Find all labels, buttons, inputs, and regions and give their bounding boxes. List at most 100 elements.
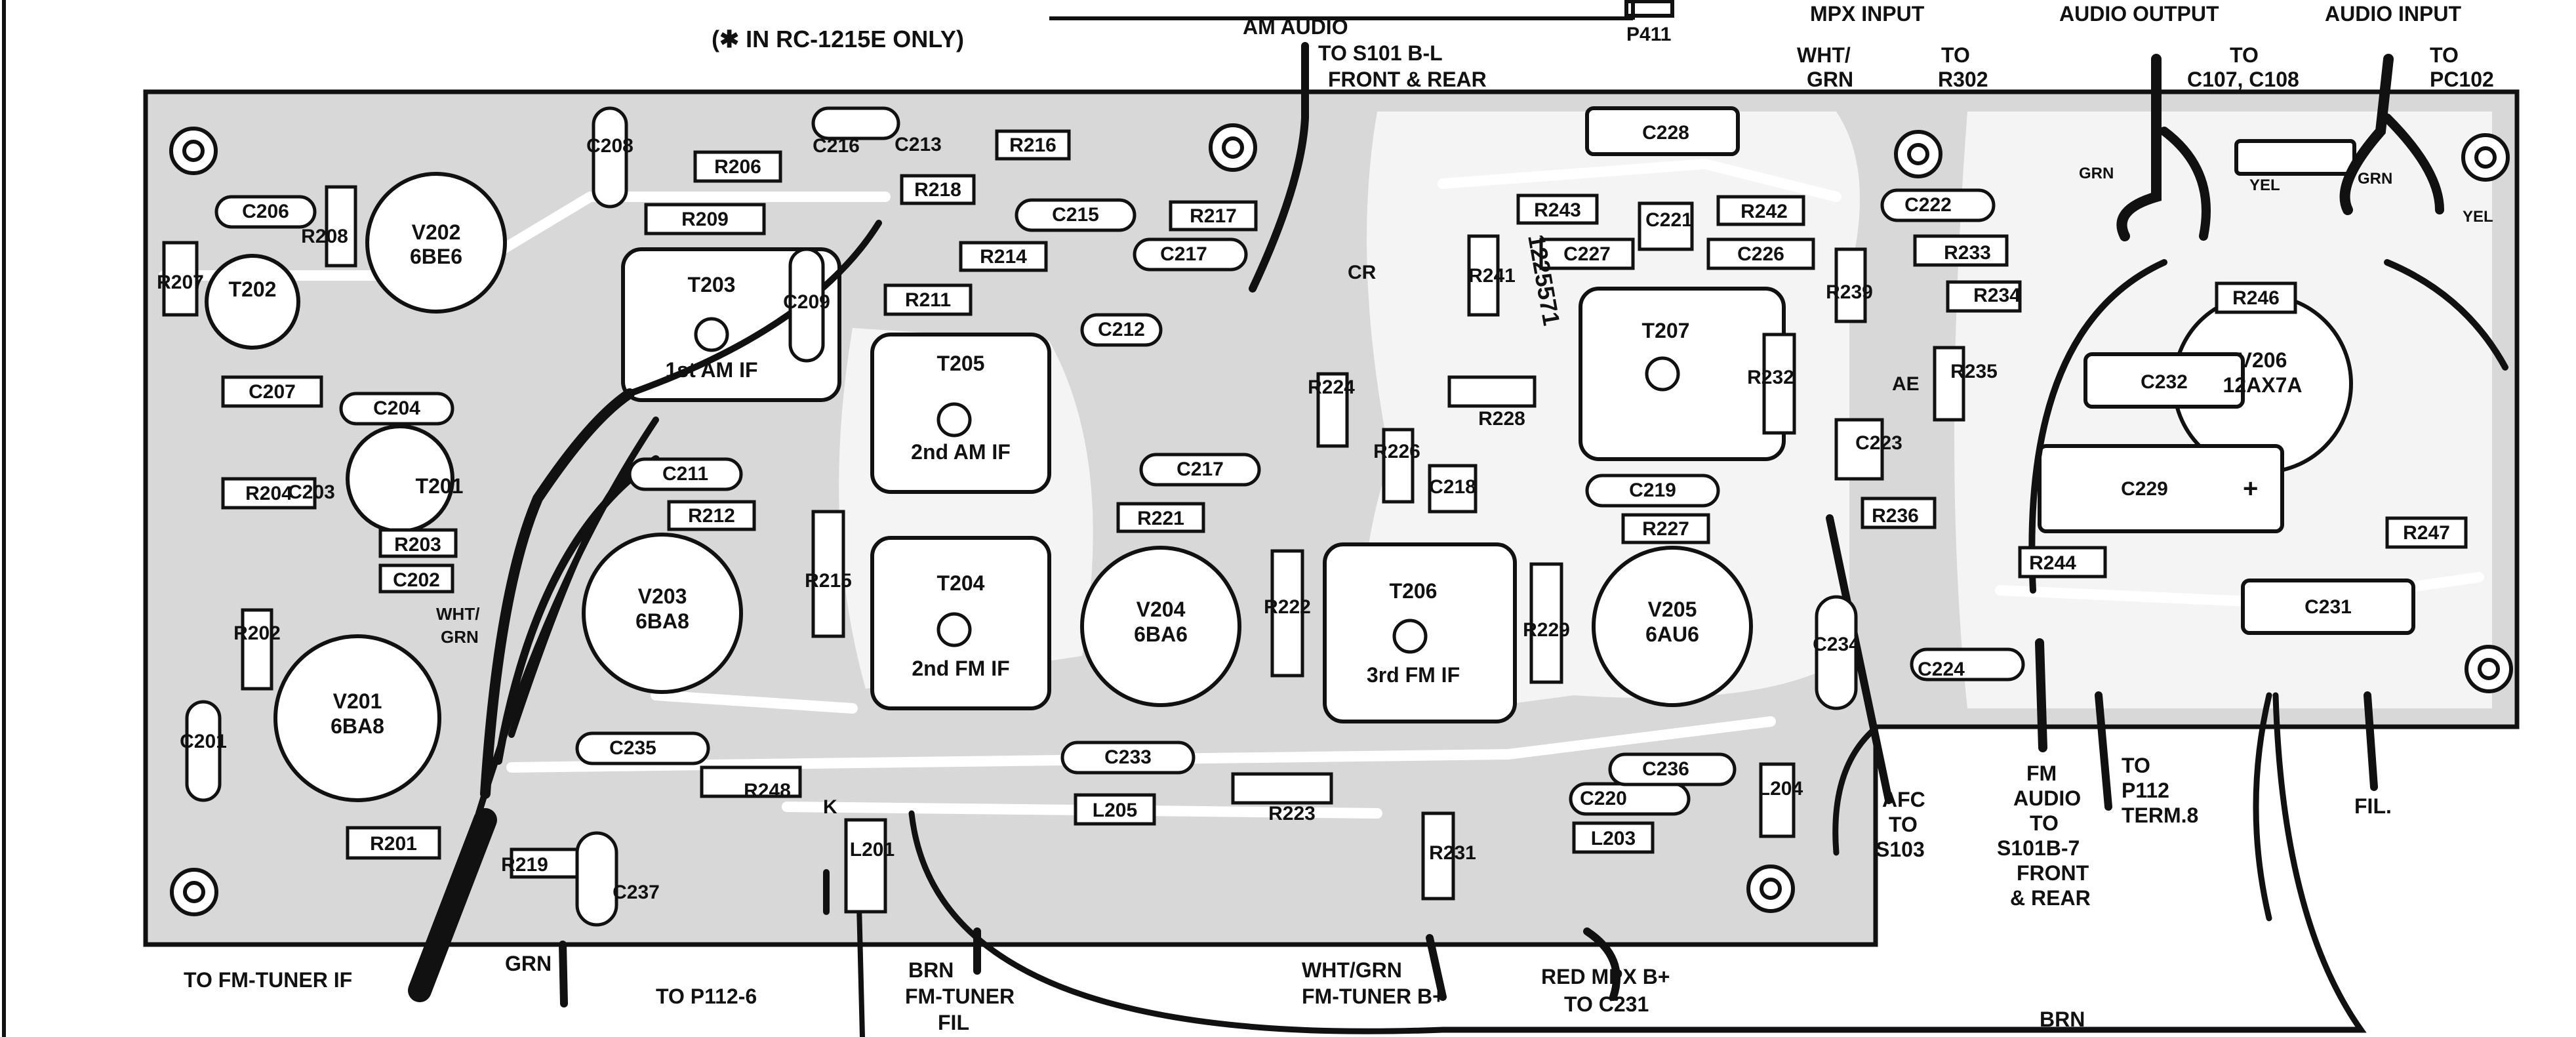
red-mpx-label: RED MPX B+: [1541, 965, 1670, 988]
audio-output-to: TO: [2230, 43, 2259, 67]
capacitor-c213: C213: [895, 134, 942, 155]
audio-input-label: AUDIO INPUT: [2325, 2, 2461, 26]
wht-grn-label-2: GRN: [441, 627, 479, 647]
grn-bottom-label: GRN: [505, 952, 552, 975]
inductor-l201: L201: [844, 818, 895, 914]
capacitor-c201: C201: [180, 700, 227, 802]
resistor-r218: R218: [900, 174, 976, 205]
fm-audio-label-2: AUDIO: [2013, 786, 2081, 810]
wire-grn-left: GRN: [2079, 165, 2114, 182]
capacitor-c236: C236: [1608, 752, 1737, 786]
resistor-r242: R242: [1716, 195, 1805, 226]
traces: [159, 158, 2484, 819]
resistor-r235: R235: [1933, 346, 1998, 422]
capacitor-label: C202: [393, 569, 440, 591]
tube-ref-v205: V205: [1648, 598, 1697, 621]
resistor-r202: R202: [233, 608, 281, 691]
capacitor-c222: C222: [1880, 188, 1996, 222]
resistor-r227: R227: [1621, 513, 1710, 544]
fm-tuner-b-label: WHT/GRN: [1302, 958, 1402, 982]
resistor-label: R242: [1741, 201, 1788, 222]
capacitor-c218: C218: [1428, 464, 1478, 514]
t206-name: 3rd FM IF: [1367, 663, 1460, 687]
t206-ref: T206: [1390, 579, 1438, 603]
capacitor-label: C222: [1904, 194, 1952, 216]
capacitor-label: C209: [783, 291, 830, 313]
mpx-to-2: R302: [1938, 68, 1988, 91]
resistor-r203: R203: [378, 528, 458, 558]
inductor-l205: L205: [1074, 793, 1156, 826]
afc-label: AFC: [1882, 788, 1925, 811]
capacitor-c207: C207: [221, 375, 323, 408]
capacitor-label: C216: [813, 135, 860, 157]
resistor-r208: R208: [301, 185, 357, 268]
mounting-holes: [169, 123, 2513, 916]
p112-label-2: P112: [2122, 779, 2169, 802]
resistors: R201 R202 R203 R204 R206 R207 R208 R209 …: [157, 129, 2468, 901]
transformer-labels: T201 T202 T203 1st AM IF T205 2nd AM IF …: [229, 273, 1690, 687]
capacitor-label: C234: [1813, 634, 1860, 655]
capacitor-label: C211: [662, 463, 708, 485]
capacitor-c237: C237: [575, 831, 660, 927]
inductor-label: L204: [1758, 778, 1803, 800]
resistor-label: R236: [1872, 505, 1919, 527]
inductor-label: L201: [850, 839, 895, 861]
tube-type-v204: 6BA6: [1134, 622, 1188, 646]
capacitor-label: C227: [1563, 243, 1611, 265]
resistor-label: R223: [1268, 803, 1316, 824]
wht-grn-label: WHT/: [436, 604, 479, 624]
resistor-r233: R233: [1913, 234, 2009, 267]
mpx-to: TO: [1941, 43, 1970, 67]
tube-type-v205: 6AU6: [1645, 622, 1699, 646]
mpx-input-label: MPX INPUT: [1810, 2, 1925, 26]
capacitor-c228: C228: [1642, 122, 1689, 144]
capacitor-c223: C223: [1834, 418, 1902, 481]
capacitor-label: C223: [1855, 432, 1902, 454]
capacitor-c219: C219: [1585, 474, 1720, 508]
resistor-label: R203: [394, 534, 441, 556]
capacitor-label: C218: [1429, 476, 1476, 498]
capacitor-c232: C232: [2141, 371, 2188, 393]
brn-tuner-label: BRN: [908, 958, 954, 982]
fm-audio-label-4: S101B-7: [1997, 836, 2080, 860]
am-audio-label: AM AUDIO: [1243, 15, 1348, 39]
wire-yel-right: YEL: [2463, 208, 2493, 226]
capacitor-label: C204: [373, 397, 420, 419]
resistor-r228: R228: [1447, 375, 1537, 430]
resistor-label: R212: [688, 505, 735, 527]
resistor-label: R239: [1826, 281, 1873, 303]
resistor-r239: R239: [1826, 247, 1873, 323]
capacitor-label: C236: [1642, 758, 1689, 780]
capacitor-c212: C212: [1080, 313, 1163, 347]
model-note: (✱ IN RC-1215E ONLY): [712, 26, 964, 52]
audio-input-to-2: PC102: [2430, 68, 2494, 91]
resistor-label: R204: [245, 483, 292, 504]
inductor-label: L205: [1093, 800, 1137, 821]
resistor-r221: R221: [1116, 502, 1205, 533]
tube-ref-v201: V201: [333, 689, 382, 713]
capacitor-label: C217: [1160, 243, 1207, 265]
capacitor-label: C226: [1737, 243, 1784, 265]
resistor-label: R211: [905, 289, 951, 311]
resistor-r243: R243: [1516, 193, 1599, 225]
resistor-r226: R226: [1373, 428, 1420, 504]
inductor-l203: L203: [1572, 821, 1655, 854]
resistor-r234: R234: [1946, 280, 2022, 313]
audio-input-to: TO: [2430, 43, 2459, 67]
fm-tuner-fil-label-2: FIL: [938, 1011, 969, 1034]
brn-bottom-label: BRN: [2040, 1007, 2085, 1031]
resistor-r217: R217: [1169, 200, 1258, 232]
inductor-label: L203: [1591, 828, 1636, 849]
resistor-label: R209: [681, 209, 729, 230]
resistor-label: R229: [1523, 619, 1570, 641]
capacitor-c217-mid: C217: [1139, 453, 1261, 487]
fm-tuner-b-label-2: FM-TUNER B+: [1302, 985, 1445, 1008]
k-mark: K: [823, 796, 837, 818]
resistor-r214: R214: [959, 241, 1048, 272]
afc-label-2: TO: [1889, 813, 1918, 836]
capacitor-label: C207: [249, 381, 296, 403]
resistor-r241: R241: [1467, 234, 1516, 317]
resistor-r247: R247: [2385, 516, 2468, 549]
resistor-r236: R236: [1861, 497, 1937, 529]
